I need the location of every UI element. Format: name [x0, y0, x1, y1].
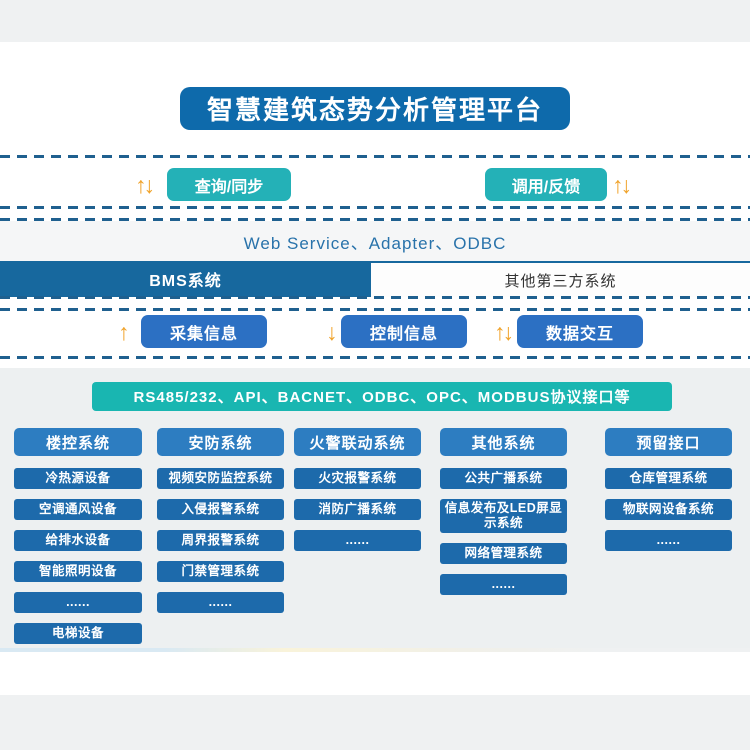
subsystem-box: 信息发布及LED屏显示系统 — [440, 499, 567, 533]
column-other-systems: 其他系统 公共广播系统 信息发布及LED屏显示系统 网络管理系统 ...... — [440, 428, 567, 595]
column-fire-alarm: 火警联动系统 火灾报警系统 消防广播系统 ...... — [294, 428, 421, 551]
subsystem-box: 视频安防监控系统 — [157, 468, 284, 489]
arrow-up-icon: ↑ — [494, 318, 505, 345]
column-header: 火警联动系统 — [294, 428, 421, 456]
arrow-up-icon: ↑ — [118, 318, 129, 345]
subsystem-box: 入侵报警系统 — [157, 499, 284, 520]
dashed-divider-2 — [0, 206, 750, 209]
arrow-down-icon: ↓ — [502, 318, 514, 345]
collect-info-button: 采集信息 — [141, 315, 267, 348]
dashed-divider-3 — [0, 218, 750, 221]
subsystem-box: ...... — [605, 530, 732, 551]
systems-bar: BMS系统 其他第三方系统 — [0, 261, 750, 297]
column-building-control: 楼控系统 冷热源设备 空调通风设备 给排水设备 智能照明设备 ...... 电梯… — [14, 428, 142, 644]
third-party-system-segment: 其他第三方系统 — [371, 261, 750, 297]
control-info-button: 控制信息 — [341, 315, 467, 348]
dashed-divider-6 — [0, 356, 750, 359]
exchange-arrows: ↑ ↓ — [494, 315, 514, 348]
dashed-divider-5 — [0, 308, 750, 311]
subsystem-box: 周界报警系统 — [157, 530, 284, 551]
column-header: 其他系统 — [440, 428, 567, 456]
arrow-down-icon: ↓ — [326, 318, 337, 345]
subsystem-box: 消防广播系统 — [294, 499, 421, 520]
dashed-divider-1 — [0, 155, 750, 158]
subsystem-box: 冷热源设备 — [14, 468, 142, 489]
protocol-interface-bar: RS485/232、API、BACNET、ODBC、OPC、MODBUS协议接口… — [92, 382, 672, 411]
bms-system-segment: BMS系统 — [0, 261, 371, 297]
column-items: 冷热源设备 空调通风设备 给排水设备 智能照明设备 ...... 电梯设备 — [14, 468, 142, 644]
subsystem-box: 物联网设备系统 — [605, 499, 732, 520]
subsystem-box: ...... — [14, 592, 142, 613]
middleware-label: Web Service、Adapter、ODBC — [243, 233, 507, 253]
arrow-up-icon: ↑ — [135, 171, 146, 198]
platform-title: 智慧建筑态势分析管理平台 — [180, 87, 570, 130]
subsystem-box: ...... — [440, 574, 567, 595]
subsystem-box: ...... — [294, 530, 421, 551]
subsystem-box: ...... — [157, 592, 284, 613]
column-items: 视频安防监控系统 入侵报警系统 周界报警系统 门禁管理系统 ...... — [157, 468, 284, 613]
arrow-down-icon: ↓ — [620, 171, 632, 198]
column-header: 楼控系统 — [14, 428, 142, 456]
subsystem-box: 空调通风设备 — [14, 499, 142, 520]
panel-bottom-edge — [0, 648, 750, 652]
subsystem-box: 门禁管理系统 — [157, 561, 284, 582]
subsystem-box: 公共广播系统 — [440, 468, 567, 489]
middleware-strip-background — [0, 221, 750, 261]
column-header: 安防系统 — [157, 428, 284, 456]
data-exchange-button: 数据交互 — [517, 315, 643, 348]
column-items: 火灾报警系统 消防广播系统 ...... — [294, 468, 421, 551]
sync-arrows-right: ↑ ↓ — [612, 168, 632, 201]
column-items: 仓库管理系统 物联网设备系统 ...... — [605, 468, 732, 551]
column-header: 预留接口 — [605, 428, 732, 456]
subsystem-box: 给排水设备 — [14, 530, 142, 551]
dashed-divider-4 — [0, 296, 750, 299]
subsystem-box: 仓库管理系统 — [605, 468, 732, 489]
control-arrow: ↓ — [326, 315, 337, 348]
column-reserved-interface: 预留接口 仓库管理系统 物联网设备系统 ...... — [605, 428, 732, 551]
invoke-feedback-button: 调用/反馈 — [485, 168, 607, 201]
query-sync-button: 查询/同步 — [167, 168, 291, 201]
arrow-down-icon: ↓ — [143, 171, 155, 198]
column-security: 安防系统 视频安防监控系统 入侵报警系统 周界报警系统 门禁管理系统 .....… — [157, 428, 284, 613]
column-items: 公共广播系统 信息发布及LED屏显示系统 网络管理系统 ...... — [440, 468, 567, 595]
subsystem-box: 电梯设备 — [14, 623, 142, 644]
subsystem-box: 火灾报警系统 — [294, 468, 421, 489]
subsystem-box: 智能照明设备 — [14, 561, 142, 582]
arrow-up-icon: ↑ — [612, 171, 623, 198]
sync-arrows-left: ↑ ↓ — [135, 168, 155, 201]
subsystem-box: 网络管理系统 — [440, 543, 567, 564]
collect-arrow: ↑ — [118, 315, 129, 348]
